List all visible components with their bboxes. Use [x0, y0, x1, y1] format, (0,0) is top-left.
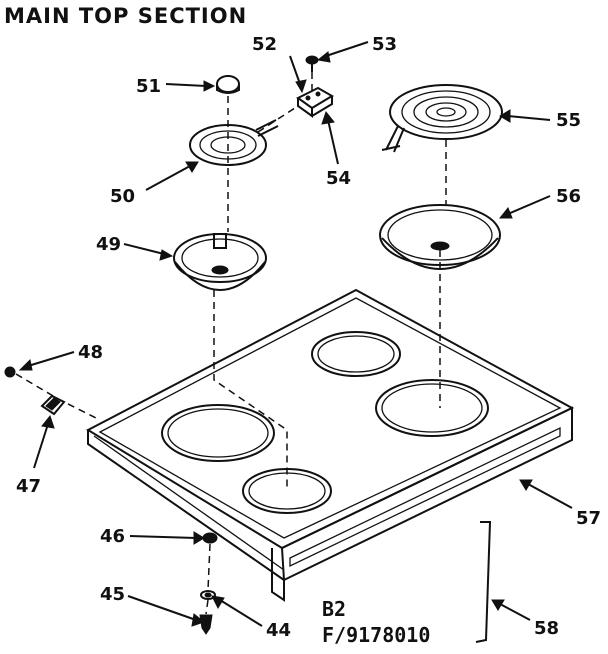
burner-opening-rear-left: [311, 331, 401, 377]
callout-53: 53: [372, 34, 397, 55]
burner-opening-rear-left-large: [161, 404, 275, 462]
callout-49: 49: [96, 234, 121, 255]
screw-45: [199, 614, 213, 635]
burner-cap: [216, 75, 240, 94]
callout-56: 56: [556, 186, 581, 207]
figure-line: F/9178010: [322, 623, 431, 647]
drip-pan-large: [379, 204, 501, 270]
callout-50: 50: [110, 186, 135, 207]
main-top-panel: [85, 288, 575, 602]
callout-48: 48: [78, 342, 103, 363]
callout-57: 57: [576, 508, 601, 529]
reference-code: B2 F/9178010: [322, 596, 430, 648]
trim-strip: [475, 521, 492, 643]
terminal-block: [296, 86, 334, 118]
callout-55: 55: [556, 110, 581, 131]
clip: [40, 394, 66, 416]
nut-46: [202, 532, 218, 544]
screw: [305, 55, 319, 72]
callout-52: 52: [252, 34, 277, 55]
leader-lines: [18, 41, 573, 627]
burner-opening-front-left: [242, 468, 332, 514]
burner-opening-front-right: [375, 379, 489, 437]
washer-44: [200, 590, 216, 600]
callout-58: 58: [534, 618, 559, 639]
screw-left: [4, 366, 16, 378]
assembly-lines: [15, 72, 447, 615]
callout-51: 51: [136, 76, 161, 97]
callout-numbers: 51 52 53 54 55 56 50 49 48 47 46 45 44 5…: [16, 34, 601, 641]
surface-element-large: [381, 84, 503, 153]
callout-44: 44: [266, 620, 291, 641]
drip-pan-small: [173, 233, 267, 291]
callout-47: 47: [16, 476, 41, 497]
diagram-title: MAIN TOP SECTION: [4, 4, 248, 28]
callout-54: 54: [326, 168, 351, 189]
surface-element-small: [189, 119, 279, 166]
callout-45: 45: [100, 584, 125, 605]
model-line: B2: [322, 597, 347, 621]
callout-46: 46: [100, 526, 125, 547]
